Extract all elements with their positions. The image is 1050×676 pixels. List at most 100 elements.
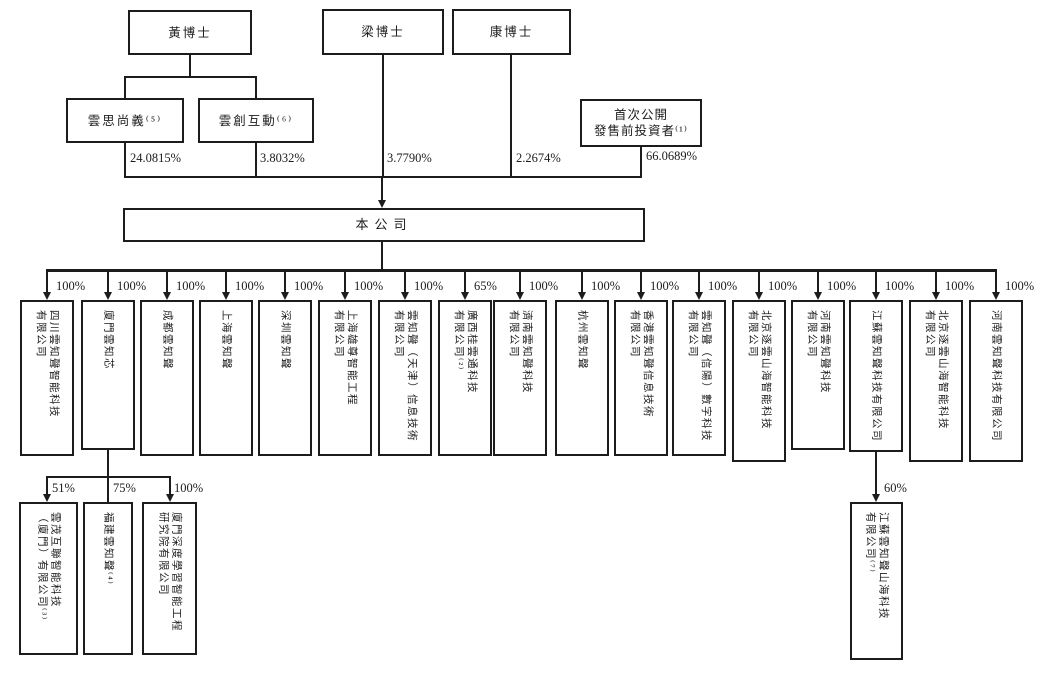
subsidiary-box-fujian: 福建雲知聲⁽⁴⁾ (83, 502, 133, 655)
subsidiary-box-hongkong: 香港雲知聲信息技術 有限公司 (614, 300, 668, 456)
connector-line (510, 55, 512, 177)
ownership-percent-label: 3.7790% (387, 151, 432, 165)
arrow-down-icon (694, 292, 703, 300)
holding-vehicle-name: 雲創互動⁽⁶⁾ (218, 113, 294, 128)
subsidiary-name: 濟南雲知聲科技 有限公司 (508, 310, 532, 394)
subsidiary-box-sichuan: 四川雲知聲智能科技 有限公司 (20, 300, 74, 456)
connector-line (758, 271, 760, 293)
subsidiary-box-jiangsu: 江蘇雲知聲科技有限公司 (849, 300, 903, 452)
subsidiary-name: 四川雲知聲智能科技 有限公司 (35, 310, 59, 418)
arrow-down-icon (340, 292, 349, 300)
ownership-percent-label: 60% (884, 481, 907, 495)
arrow-down-icon (871, 494, 880, 502)
subsidiary-box-shanghai-xiongzun: 上海雄尊智能工程 有限公司 (318, 300, 372, 456)
subsidiary-name: 廈門雲知芯 (102, 310, 114, 370)
shareholder-box-liang: 梁博士 (322, 9, 444, 55)
subsidiary-name: 廣西桂雲通科技 有限公司⁽²⁾ (453, 310, 477, 394)
ownership-percent-label: 100% (1005, 279, 1035, 293)
subsidiary-name: 福建雲知聲⁽⁴⁾ (102, 512, 114, 586)
connector-line (166, 271, 168, 293)
ownership-percent-label: 3.8032% (260, 151, 305, 165)
connector-line (255, 76, 257, 98)
connector-line (169, 476, 171, 494)
subsidiary-box-beijing-zhuyun-2: 北京逐雲山海智能科技 有限公司 (909, 300, 963, 462)
ownership-percent-label: 100% (354, 279, 384, 293)
holding-vehicle-box-yunsi: 雲思尚義⁽⁵⁾ (66, 98, 184, 143)
connector-line (404, 271, 406, 293)
ownership-percent-label: 75% (113, 481, 136, 495)
connector-line (817, 271, 819, 293)
arrow-down-icon (871, 292, 880, 300)
connector-line (935, 271, 937, 293)
connector-line (519, 271, 521, 293)
subsidiary-box-chengdu: 成都雲知聲 (140, 300, 194, 456)
subsidiary-name: 北京逐雲山海智能科技 有限公司 (924, 310, 948, 430)
connector-line (46, 476, 48, 494)
connector-line (124, 76, 257, 78)
arrow-down-icon (931, 292, 940, 300)
connector-line (381, 176, 383, 202)
subsidiary-box-beijing-zhuyun-1: 北京逐雲山海智能科技 有限公司 (732, 300, 786, 462)
ownership-percent-label: 100% (56, 279, 86, 293)
ownership-percent-label: 100% (768, 279, 798, 293)
ownership-percent-label: 100% (294, 279, 324, 293)
merge-line (124, 176, 642, 178)
connector-line (124, 143, 126, 177)
ownership-percent-label: 100% (885, 279, 915, 293)
connector-line (107, 271, 109, 293)
arrow-down-icon (460, 292, 469, 300)
arrow-down-icon (162, 292, 171, 300)
subsidiary-name: 杭州雲知聲 (576, 310, 588, 370)
pre-ipo-investors-box: 首次公開 發售前投資者⁽¹⁾ (580, 99, 702, 147)
arrow-down-icon (280, 292, 289, 300)
arrow-down-icon (754, 292, 763, 300)
shareholder-box-huang: 黃博士 (128, 10, 252, 55)
ownership-percent-label: 100% (529, 279, 559, 293)
connector-line (640, 147, 642, 177)
connector-line (875, 452, 877, 494)
arrow-down-icon (221, 292, 230, 300)
subsidiary-box-jiangsu-shanhai: 江蘇雲知聲山海科技 有限公司⁽⁷⁾ (850, 502, 903, 660)
subsidiary-name: 深圳雲知聲 (279, 310, 291, 370)
connector-line (464, 271, 466, 293)
shareholder-name: 康博士 (489, 25, 534, 39)
ownership-percent-label: 2.2674% (516, 151, 561, 165)
arrow-down-icon (42, 494, 51, 502)
subsidiary-name: 上海雲知聲 (220, 310, 232, 370)
connector-line (381, 241, 383, 271)
ownership-percent-label: 66.0689% (646, 149, 698, 163)
subsidiary-box-xiamen-deep-learning: 廈門深度學習智能工程 研究院有限公司 (142, 502, 197, 655)
connector-line (875, 271, 877, 293)
ownership-percent-label: 100% (650, 279, 680, 293)
shareholder-name: 梁博士 (361, 25, 405, 39)
connector-line (640, 271, 642, 293)
arrow-down-icon (400, 292, 409, 300)
shareholder-box-kang: 康博士 (452, 9, 571, 55)
subsidiary-name: 成都雲知聲 (161, 310, 173, 370)
subsidiary-box-guangxi: 廣西桂雲通科技 有限公司⁽²⁾ (438, 300, 492, 456)
connector-line (225, 271, 227, 293)
subsidiary-name: 雲知聲（信陽）數字科技 有限公司 (687, 310, 711, 442)
ownership-percent-label: 100% (827, 279, 857, 293)
connector-line (124, 76, 126, 98)
arrow-down-icon (42, 292, 51, 300)
connector-line (255, 143, 257, 177)
ownership-percent-label: 100% (235, 279, 265, 293)
subsidiary-box-henan-2: 河南雲知聲科技有限公司 (969, 300, 1023, 462)
arrow-down-icon (165, 494, 174, 502)
connector-line (995, 271, 997, 293)
connector-line (581, 271, 583, 293)
holding-vehicle-name: 雲思尚義⁽⁵⁾ (87, 113, 163, 128)
ownership-percent-label: 100% (945, 279, 975, 293)
subsidiary-name: 河南雲知聲科技有限公司 (990, 310, 1002, 442)
subsidiary-box-shanghai: 上海雲知聲 (199, 300, 253, 456)
subsidiary-name: 江蘇雲知聲山海科技 有限公司⁽⁷⁾ (864, 512, 889, 620)
ownership-percent-label: 65% (474, 279, 497, 293)
subsidiary-box-xiamen-yunzhixin: 廈門雲知芯 (81, 300, 135, 450)
subsidiary-box-xinyang: 雲知聲（信陽）數字科技 有限公司 (672, 300, 726, 456)
arrow-down-icon (636, 292, 645, 300)
subsidiary-box-tianjin: 雲知聲（天津）信息技術 有限公司 (378, 300, 432, 456)
pre-ipo-investors-name: 首次公開 發售前投資者⁽¹⁾ (594, 108, 688, 138)
connector-line (107, 476, 109, 502)
